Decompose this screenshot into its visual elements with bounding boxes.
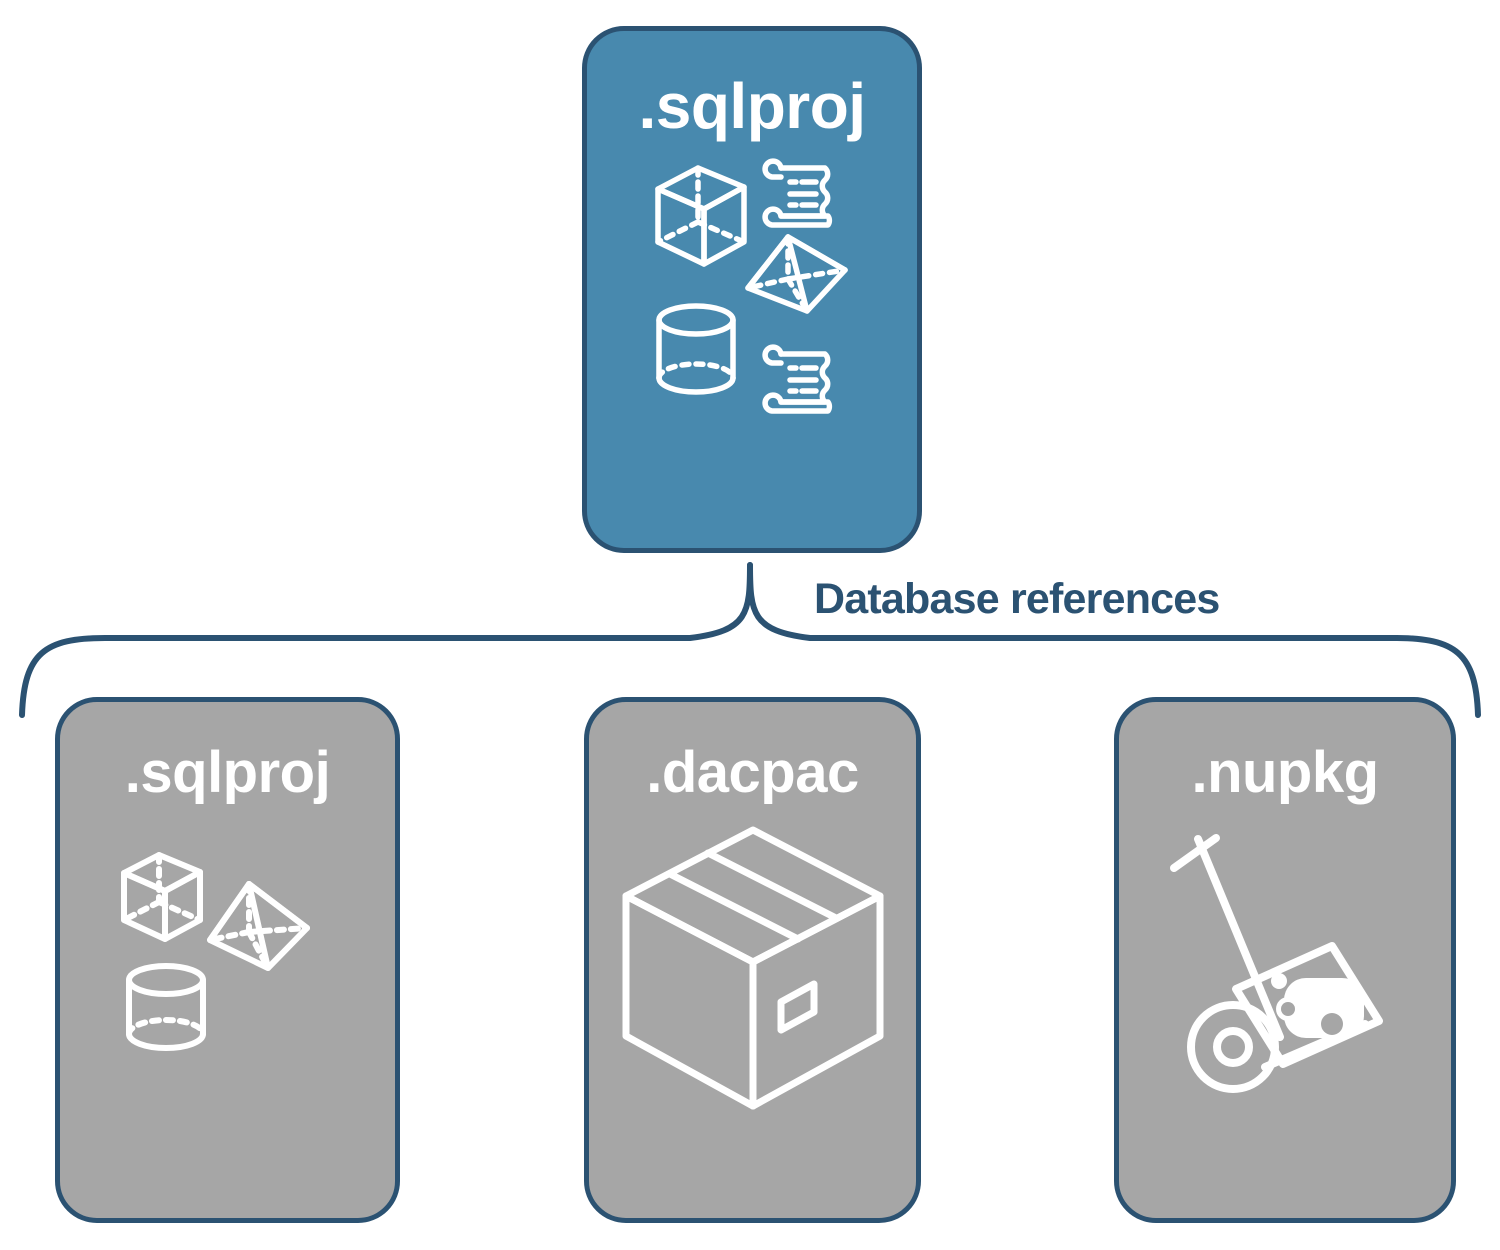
- root-card-artwork: [652, 156, 852, 421]
- root-card-label: .sqlproj: [638, 70, 866, 142]
- cube-icon: [120, 852, 203, 942]
- reference-card-artwork: [618, 824, 888, 1114]
- reference-card-label: .nupkg: [1191, 740, 1379, 805]
- reference-card-sqlproj[interactable]: .sqlproj: [55, 697, 400, 1223]
- database-references-brace: [19, 562, 1481, 718]
- reference-card-dacpac[interactable]: .dacpac: [584, 697, 921, 1223]
- reference-card-artwork: [1160, 832, 1410, 1102]
- cube-icon: [655, 165, 747, 267]
- reference-card-label: .sqlproj: [124, 740, 331, 805]
- reference-card-artwork: [118, 844, 338, 1054]
- cylinder-icon: [656, 303, 736, 395]
- reference-card-nupkg[interactable]: .nupkg: [1114, 697, 1456, 1223]
- reference-card-label: .dacpac: [646, 740, 859, 805]
- hand-truck-package-icon: [1170, 834, 1383, 1093]
- root-card-sqlproj[interactable]: .sqlproj: [582, 26, 922, 553]
- pyramid-icon: [206, 881, 310, 971]
- script-scroll-icon: [762, 158, 833, 228]
- script-scroll-icon: [762, 344, 833, 414]
- pyramid-icon: [745, 234, 848, 314]
- package-box-icon: [622, 826, 883, 1110]
- connector-label-database-references: Database references: [814, 575, 1220, 623]
- cylinder-icon: [125, 963, 206, 1051]
